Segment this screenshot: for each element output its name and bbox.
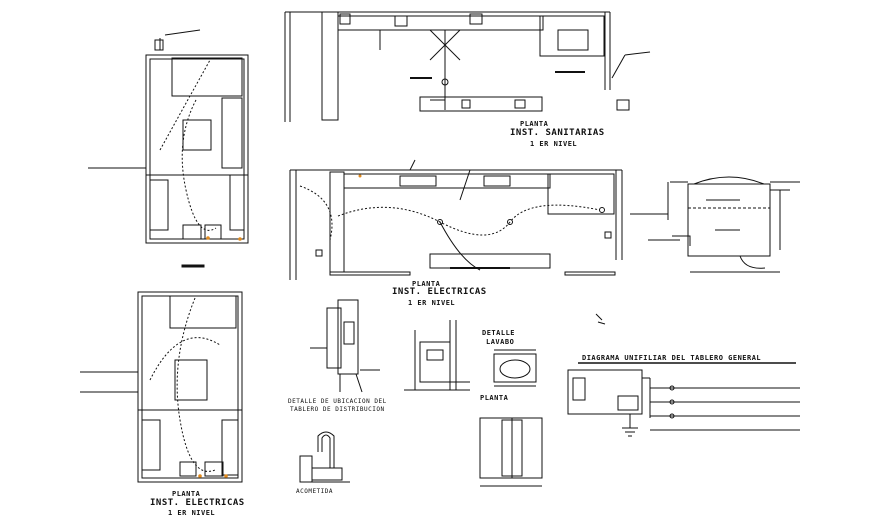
board-detail-caption-1: DETALLE DE UBICACION DEL [288, 398, 387, 405]
floor-plan-bottom-left [80, 292, 242, 482]
floor-plan-top-left [88, 30, 248, 267]
acometida-title: ACOMETIDA [296, 488, 334, 495]
sanitary-plan [285, 12, 650, 122]
board-location-detail [310, 300, 380, 392]
electric-plan-title-1: PLANTA [412, 280, 441, 288]
leader-mark [598, 322, 605, 324]
water-tank-detail [630, 177, 800, 272]
acometida-detail [300, 432, 350, 482]
leader-mark [596, 314, 602, 320]
electric-plan-title-3: 1 ER NIVEL [408, 299, 456, 307]
left-plan-title-2: INST. ELECTRICAS [150, 498, 245, 508]
sink-detail-title-1: DETALLE [482, 329, 516, 337]
sink-plan-title: PLANTA [480, 394, 509, 402]
lower-section-detail [480, 418, 542, 486]
orange-markers [198, 174, 362, 478]
sink-detail-title-2: LAVABO [486, 338, 515, 346]
electric-plan-title-2: INST. ELECTRICAS [392, 287, 487, 297]
single-line-diagram [568, 363, 800, 436]
sanitary-plan-title-1: PLANTA [520, 120, 549, 128]
single-line-diagram-title: DIAGRAMA UNIFILIAR DEL TABLERO GENERAL [582, 354, 762, 362]
electric-plan [290, 160, 622, 280]
left-plan-title-1: PLANTA [172, 490, 201, 498]
board-detail-caption-2: TABLERO DE DISTRIBUCION [290, 406, 385, 413]
left-plan-title-3: 1 ER NIVEL [168, 509, 216, 517]
sanitary-plan-title-3: 1 ER NIVEL [530, 140, 578, 148]
sink-section-detail [404, 320, 470, 390]
sanitary-plan-title-2: INST. SANITARIAS [510, 128, 605, 138]
lavabo-plan-detail [494, 350, 536, 386]
